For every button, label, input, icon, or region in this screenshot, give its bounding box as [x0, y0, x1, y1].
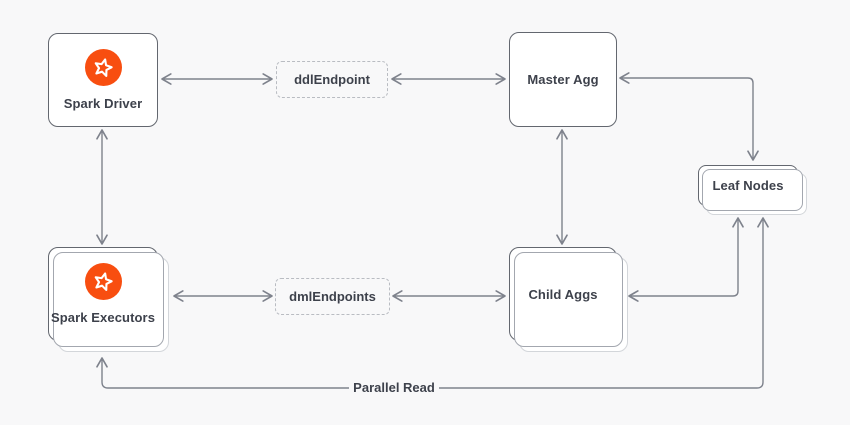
node-label: Spark Executors — [50, 310, 156, 325]
node-leaf-nodes: Leaf Nodes — [698, 165, 798, 206]
node-master-agg: Master Agg — [509, 32, 617, 127]
edge-child-leaf — [628, 217, 744, 302]
edge-master-leaf — [619, 72, 759, 161]
parallel-read-label: Parallel Read — [353, 380, 435, 395]
node-child-aggs: Child Aggs — [509, 247, 617, 341]
node-label: Leaf Nodes — [712, 178, 784, 193]
node-label: Spark Driver — [63, 96, 143, 111]
node-label: dmlEndpoints — [289, 289, 376, 304]
spark-star-icon — [84, 263, 122, 300]
node-ddl-endpoint: ddlEndpoint — [276, 61, 388, 98]
node-label: ddlEndpoint — [294, 72, 370, 87]
node-label: Master Agg — [527, 72, 599, 87]
node-dml-endpoints: dmlEndpoints — [275, 278, 390, 315]
node-label: Child Aggs — [528, 286, 598, 302]
node-spark-driver: Spark Driver — [48, 33, 158, 127]
node-spark-executors: Spark Executors — [48, 247, 158, 341]
edge-parallel-read-right — [439, 217, 769, 389]
spark-star-icon — [84, 49, 122, 86]
edge-parallel-read-left — [96, 357, 349, 389]
